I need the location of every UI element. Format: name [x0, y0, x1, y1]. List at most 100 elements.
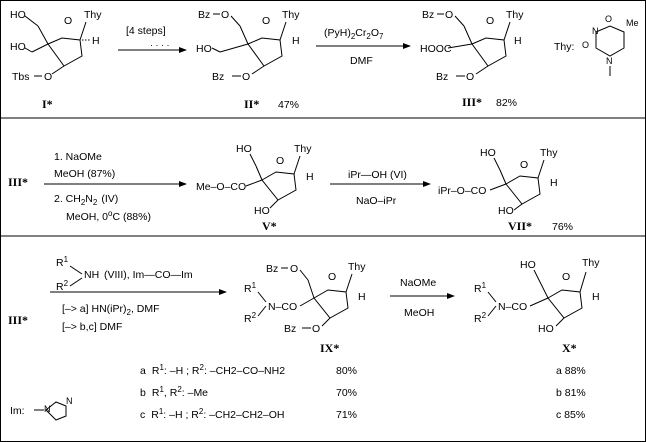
compound-label: III* [8, 313, 28, 327]
svg-text:bR1, R2: –Me: bR1, R2: –Me [140, 385, 208, 399]
atom-label: O [312, 323, 320, 335]
atom-label: Bz [284, 323, 296, 335]
reagent-label: [–> b,c] DMF [62, 321, 122, 333]
atom-label: Bz [212, 71, 224, 83]
reagent-label: DMF [350, 55, 373, 67]
atom-label: HOOC [420, 43, 452, 55]
compound-label: IX* [320, 341, 339, 355]
svg-text:R1: R1 [244, 281, 257, 295]
atom-label: Bz [436, 71, 448, 83]
atom-label: O [445, 9, 453, 21]
reagent-label: MeOH (87%) [54, 168, 115, 180]
yield-label: 71% [336, 409, 357, 421]
compound-IX: Bz O O Thy H R1 R2 N–CO O Bz IX* [244, 261, 366, 355]
atom-label: Thy [294, 143, 312, 155]
atom-label: Me [626, 18, 639, 28]
atom-label: HO [10, 9, 26, 21]
atom-label: H [514, 35, 522, 47]
reagent-label: NaO–iPr [356, 195, 397, 207]
atom-label: O [562, 271, 570, 283]
compound-I: HO HO O Thy H O Tbs I* [10, 9, 102, 111]
reagent-label: MeOH [404, 307, 434, 319]
svg-text:R1: R1 [474, 281, 487, 295]
atom-label: N [66, 396, 73, 406]
compound-label: VII* [508, 219, 532, 233]
compound-II: Bz O HO O Thy H O Bz II* 47% [196, 9, 300, 111]
compound-V: HO O Thy H Me–O–CO HO V* [196, 143, 314, 233]
atom-label: O [466, 71, 474, 83]
atom-label: H [306, 171, 314, 183]
compound-label: II* [244, 97, 259, 111]
atom-label: Me–O–CO [196, 181, 246, 193]
atom-label: H [292, 35, 300, 47]
arrow-deprotection: NaOMe MeOH [390, 277, 455, 319]
reagent-label: NaOMe [400, 277, 436, 289]
atom-label: O [221, 9, 229, 21]
atom-label: O [262, 15, 270, 27]
atom-label: N–CO [498, 301, 527, 313]
reagent-label: (VIII), Im—CO—Im [104, 269, 193, 281]
compound-label: III* [462, 95, 482, 109]
yield-label: 80% [336, 365, 357, 377]
atom-label: iPr–O–CO [438, 185, 486, 197]
atom-label: Thy [540, 147, 558, 159]
yield-label: 47% [278, 99, 299, 111]
atom-label: H [592, 291, 600, 303]
atom-label: O [290, 263, 298, 275]
atom-label: O [582, 40, 589, 50]
svg-text:R1: R1 [56, 255, 69, 269]
atom-label: Bz [266, 263, 278, 275]
atom-label: O [520, 159, 528, 171]
atom-label: Thy [582, 257, 600, 269]
atom-label: N [606, 56, 613, 66]
atom-label: H [92, 35, 100, 47]
svg-text:R2: R2 [474, 311, 487, 325]
atom-label: HO [10, 41, 26, 53]
yield-label: a 88% [556, 365, 586, 377]
reagent-label: NH [84, 269, 99, 281]
svg-text:[–> a] HN(iPr)2, DMF: [–> a] HN(iPr)2, DMF [62, 303, 160, 317]
atom-label: HO [538, 323, 554, 335]
compound-label: I* [42, 97, 53, 111]
atom-label: O [242, 71, 250, 83]
arrow-amidation: R1 NH R2 (VIII), Im—CO—Im [–> a] HN(iPr)… [50, 255, 227, 333]
compound-label: III* [8, 175, 28, 189]
atom-label: O [276, 155, 284, 167]
compound-label: V* [262, 219, 277, 233]
atom-label: Bz [198, 9, 210, 21]
atom-label: N [44, 404, 51, 414]
atom-label: O [605, 14, 612, 24]
atom-label: HO [254, 205, 270, 217]
yield-label: 76% [552, 221, 573, 233]
thymine-definition: Thy: O Me O N N [554, 14, 639, 76]
atom-label: HO [480, 147, 496, 159]
atom-label: HO [236, 143, 252, 155]
svg-text:R2: R2 [244, 311, 257, 325]
atom-label: Thy [348, 261, 366, 273]
atom-label: N–CO [268, 301, 297, 313]
atom-label: Thy [506, 9, 524, 21]
atom-label: HO [520, 259, 536, 271]
svg-text:R2: R2 [56, 279, 69, 293]
compound-label: X* [562, 341, 577, 355]
dots: · · · · [150, 40, 170, 50]
reagent-label: [4 steps] [126, 25, 166, 37]
arrow-transesterification: iPr—OH (VI) NaO–iPr [330, 169, 431, 207]
atom-label: N [592, 26, 599, 36]
atom-label: H [358, 291, 366, 303]
arrow-oxidation: (PyH)2Cr2O7 DMF [316, 27, 411, 67]
atom-label: HO [498, 205, 514, 217]
compound-X: HO O Thy H R1 R2 N–CO HO X* [474, 257, 600, 355]
atom-label: HO [196, 43, 212, 55]
atom-label: Thy [84, 9, 102, 21]
imidazole-definition: Im: N N [10, 396, 73, 421]
compound-III: Bz O HOOC O Thy H O Bz III* 82% [420, 9, 524, 109]
im-label: Im: [10, 405, 25, 417]
atom-label: O [328, 271, 336, 283]
reagent-label: 1. NaOMe [54, 151, 102, 163]
